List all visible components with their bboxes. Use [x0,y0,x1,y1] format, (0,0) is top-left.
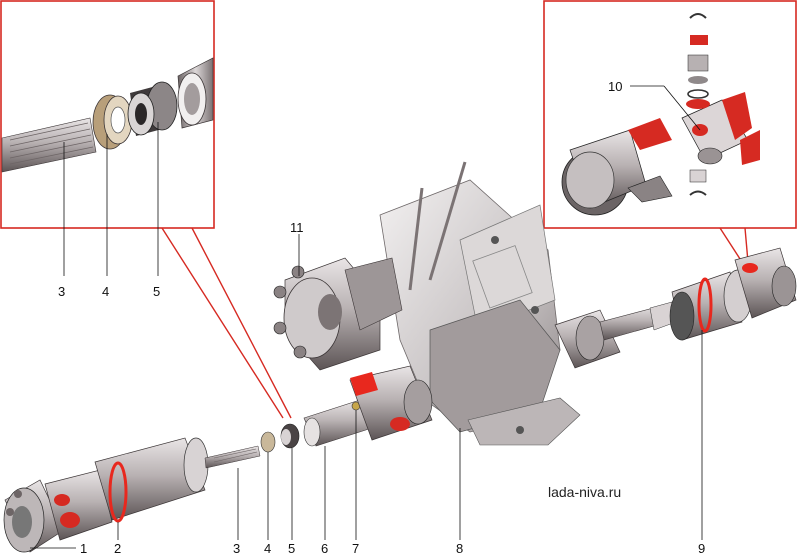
callout-4: 4 [264,541,271,555]
left-inset: 3 4 5 [0,0,215,299]
front-output-flange [273,257,403,371]
callout-1: 1 [80,541,87,555]
callout-4-inset: 4 [102,284,109,299]
bearing-stack [686,13,710,196]
splined-sleeve [177,57,214,129]
rubber-seal [127,81,178,136]
callout-5: 5 [288,541,295,555]
callout-8: 8 [456,541,463,555]
inset-pointer-lines [161,227,749,419]
callout-3: 3 [233,541,240,555]
right-inset: 10 [543,0,797,229]
transfer-case [379,161,581,446]
callout-5-inset: 5 [153,284,160,299]
shift-levers [408,161,467,291]
callout-11: 11 [290,220,304,235]
universal-joint-cross [681,92,760,165]
callout-6: 6 [321,541,328,555]
rear-propeller-shaft [554,247,797,369]
bottom-leaders [30,410,461,549]
callout-3-inset: 3 [58,284,65,299]
site-watermark: lada-niva.ru [548,484,622,500]
splined-shaft-end [1,117,97,173]
callout-10: 10 [608,79,622,94]
callout-9: 9 [698,541,705,555]
front-propeller-shaft [3,365,433,553]
callout-2: 2 [114,541,121,555]
spline-nut [92,94,133,150]
callout-7: 7 [352,541,359,555]
yoke-with-tube [561,118,673,216]
